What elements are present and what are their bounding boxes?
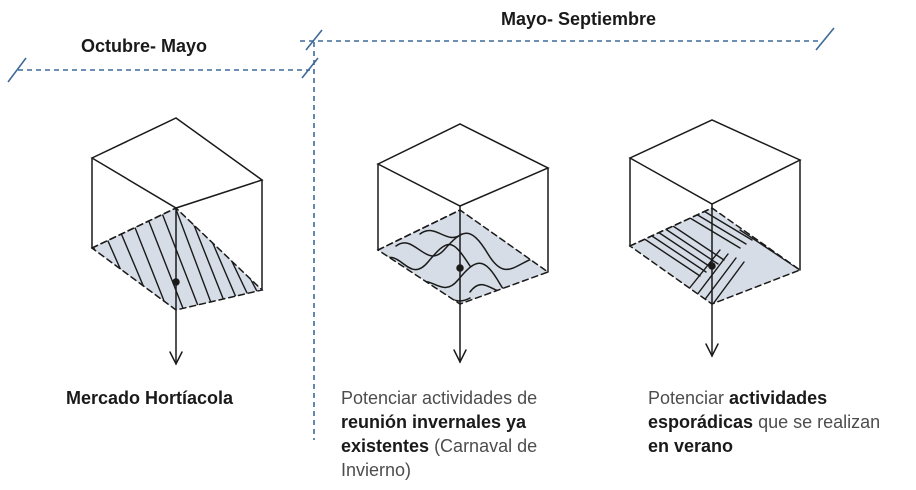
caption-winter-line2: reunión invernales ya <box>341 412 527 432</box>
timeline-right-end-tick <box>815 27 835 51</box>
cube-winter <box>376 123 550 364</box>
period-label-left: Octubre- Mayo <box>81 36 208 56</box>
floor-wavy <box>376 209 550 305</box>
timeline-mid-tick <box>301 57 319 79</box>
caption-winter: Potenciar actividades de reunión inverna… <box>341 386 601 482</box>
caption-winter-line3: existentes (Carnaval de <box>341 436 538 456</box>
timeline-right-start-tick <box>305 29 323 51</box>
timeline-left-tick <box>7 57 27 83</box>
cube-summer <box>628 119 802 358</box>
caption-winter-line4: Invierno) <box>341 460 412 480</box>
caption-market-text: Mercado Hortíacola <box>66 388 234 408</box>
caption-market: Mercado Hortíacola <box>66 386 233 410</box>
caption-summer-line3: en verano <box>648 436 734 456</box>
caption-summer-line1: Potenciar actividades <box>648 388 828 408</box>
period-label-right: Mayo- Septiembre <box>501 9 657 29</box>
caption-summer: Potenciar actividades esporádicas que se… <box>648 386 914 458</box>
caption-winter-line1: Potenciar actividades de <box>341 388 538 408</box>
cube-market <box>90 117 264 366</box>
caption-summer-line2: esporádicas que se realizan <box>648 412 881 432</box>
timeline <box>7 27 835 440</box>
